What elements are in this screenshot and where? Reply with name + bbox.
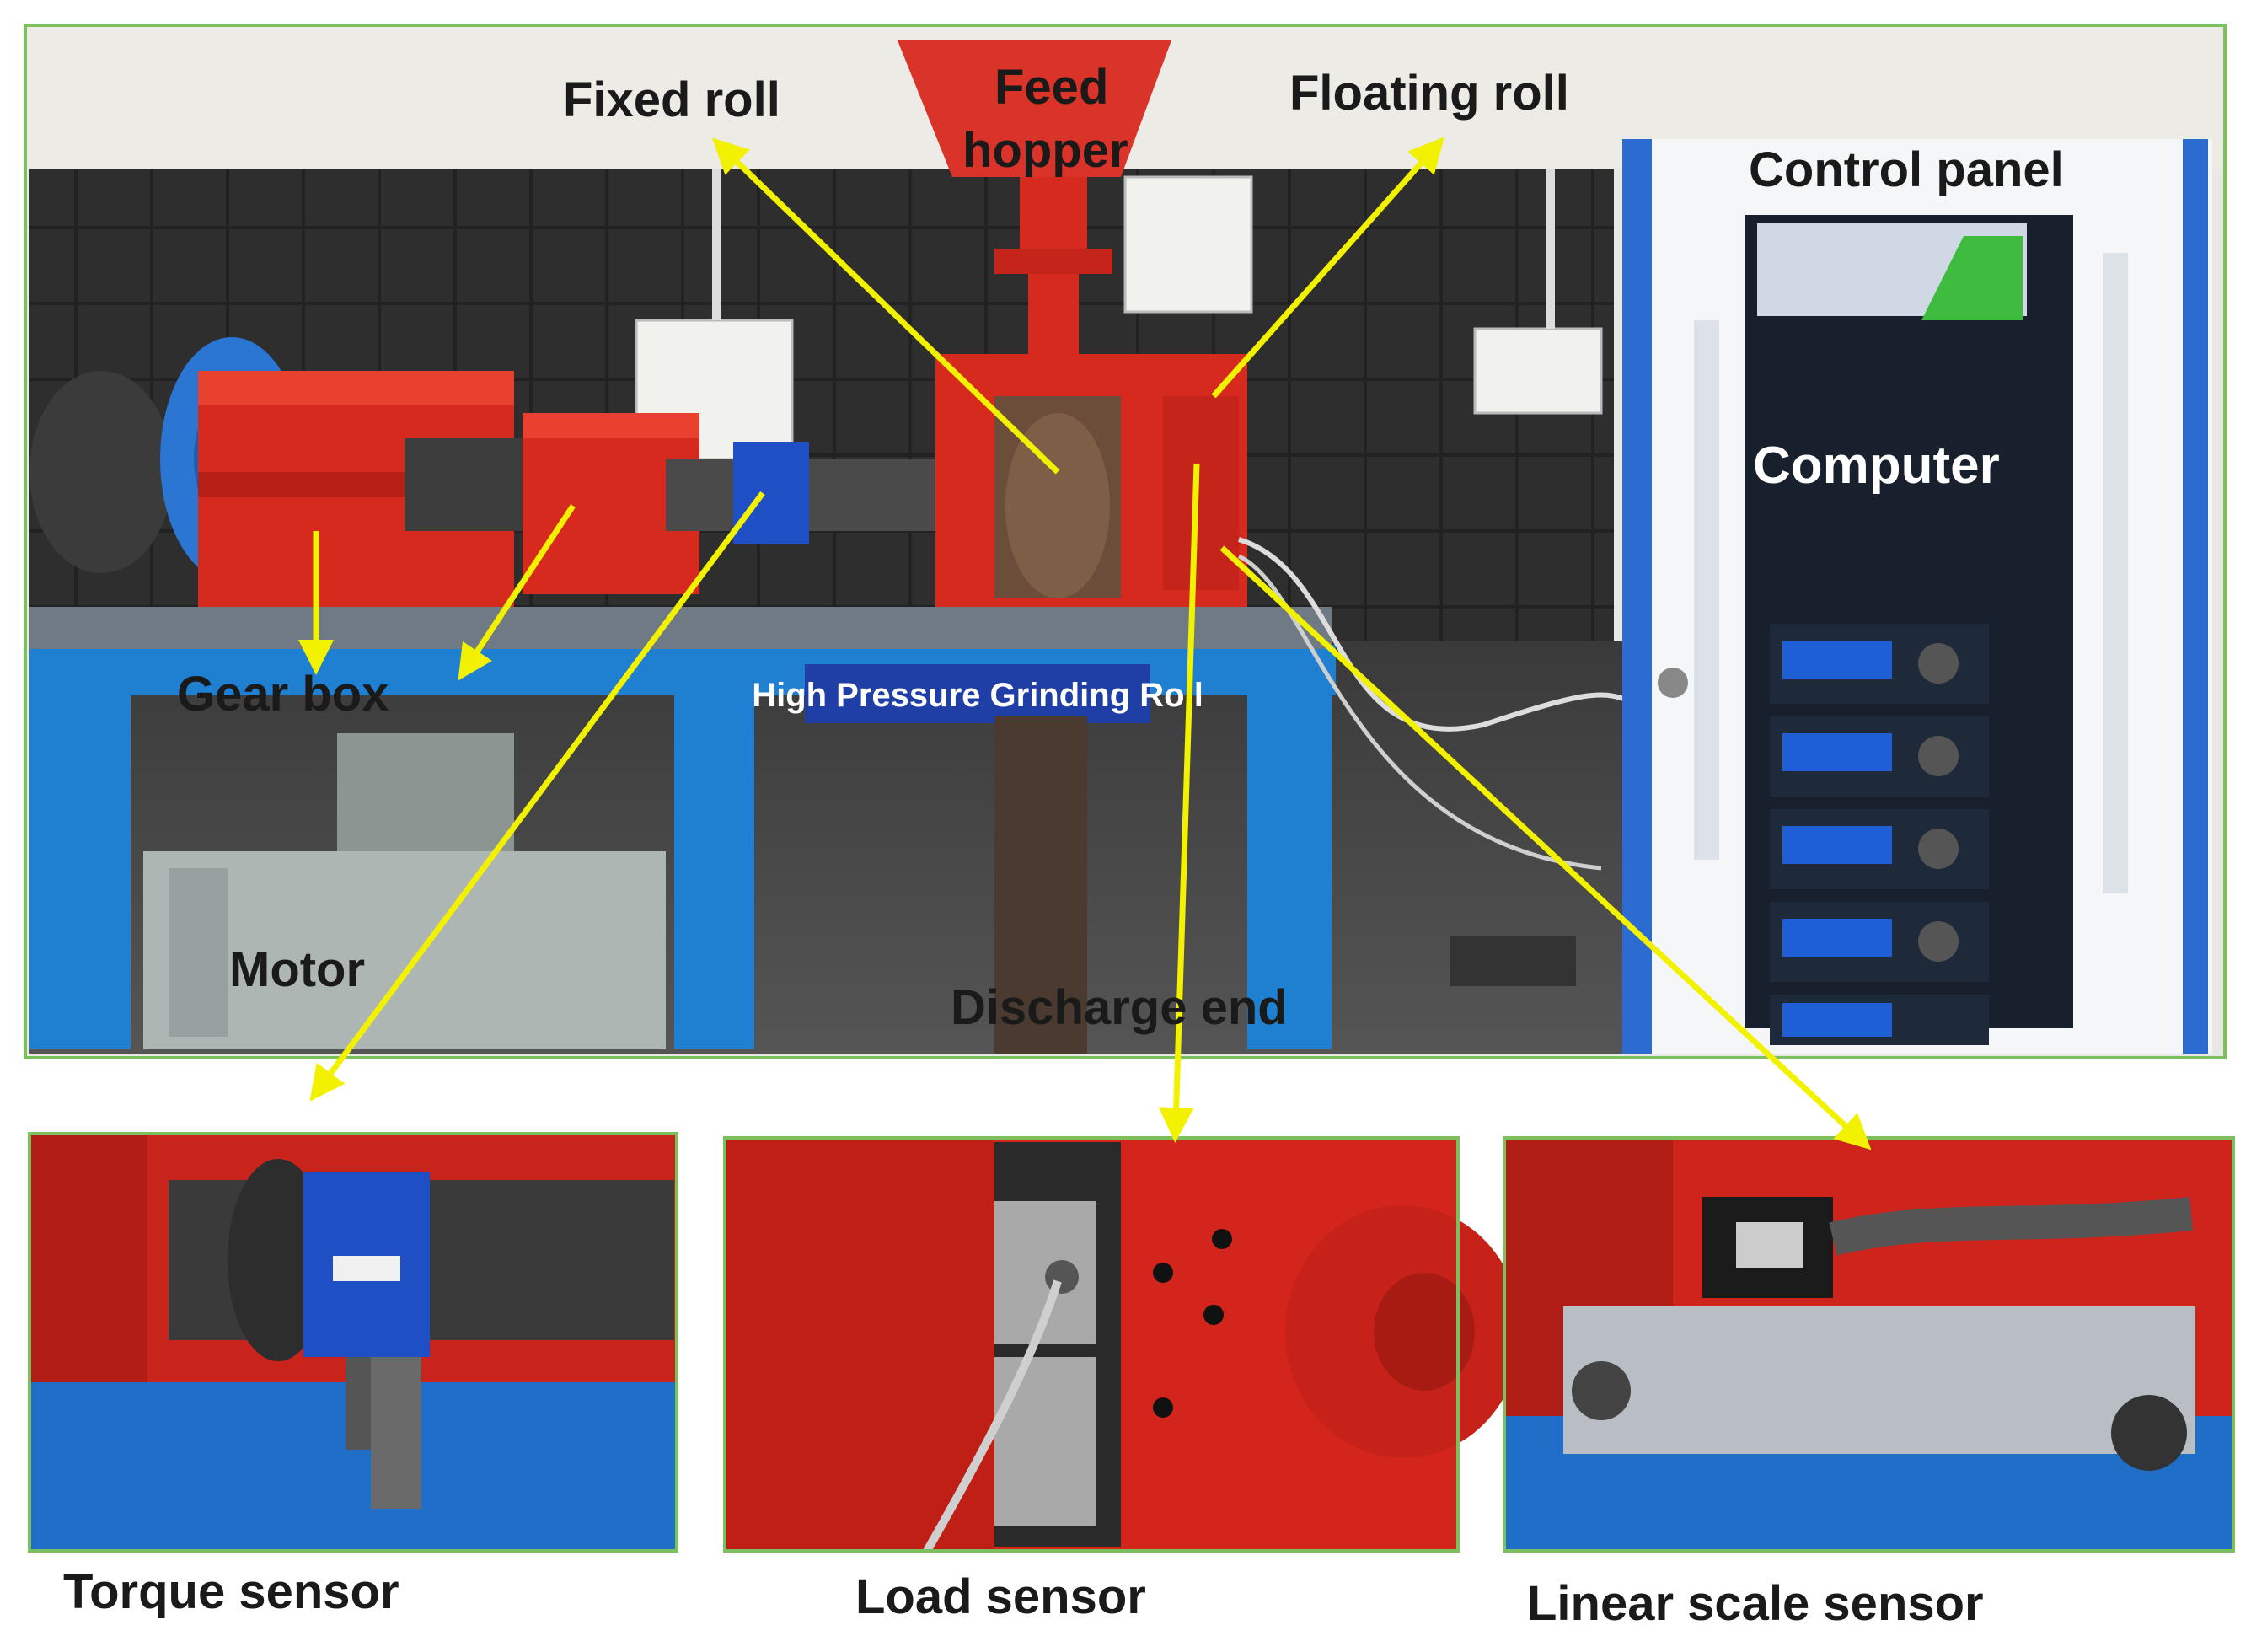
main-photo: High Pressure Grinding Roll (24, 24, 2227, 1059)
arrow-fixed-roll (711, 137, 1060, 475)
hpgr-banner: High Pressure Grinding Roll (752, 677, 1203, 714)
label-feed-hopper-line2: hopper (962, 123, 1128, 178)
caption-linear-scale-sensor: Linear scale sensor (1527, 1576, 1984, 1631)
arrow-torque-sensor (309, 491, 765, 1102)
arrow-load-sensor (1158, 463, 1200, 1143)
label-feed-hopper-line1: Feed (994, 60, 1109, 115)
inset-torque-sensor-photo (28, 1132, 678, 1553)
caption-load-sensor: Load sensor (855, 1569, 1146, 1624)
label-gear-box: Gear box (177, 667, 389, 721)
arrow-gear-box-2 (458, 504, 576, 681)
label-floating-roll: Floating roll (1289, 66, 1569, 121)
label-computer: Computer (1753, 437, 2000, 495)
meter-modules (1770, 624, 1989, 1045)
arrow-floating-roll (1211, 137, 1444, 399)
label-control-panel: Control panel (1749, 142, 2064, 197)
arrow-linear-scale-sensor (1219, 545, 1872, 1150)
label-discharge-end: Discharge end (951, 980, 1288, 1035)
label-motor: Motor (229, 942, 366, 997)
label-fixed-roll: Fixed roll (563, 72, 780, 127)
inset-linear-scale-sensor-photo (1503, 1136, 2235, 1553)
callout-arrows (298, 137, 1872, 1150)
inset-load-sensor-photo (723, 1136, 1521, 1553)
caption-torque-sensor: Torque sensor (63, 1564, 399, 1619)
